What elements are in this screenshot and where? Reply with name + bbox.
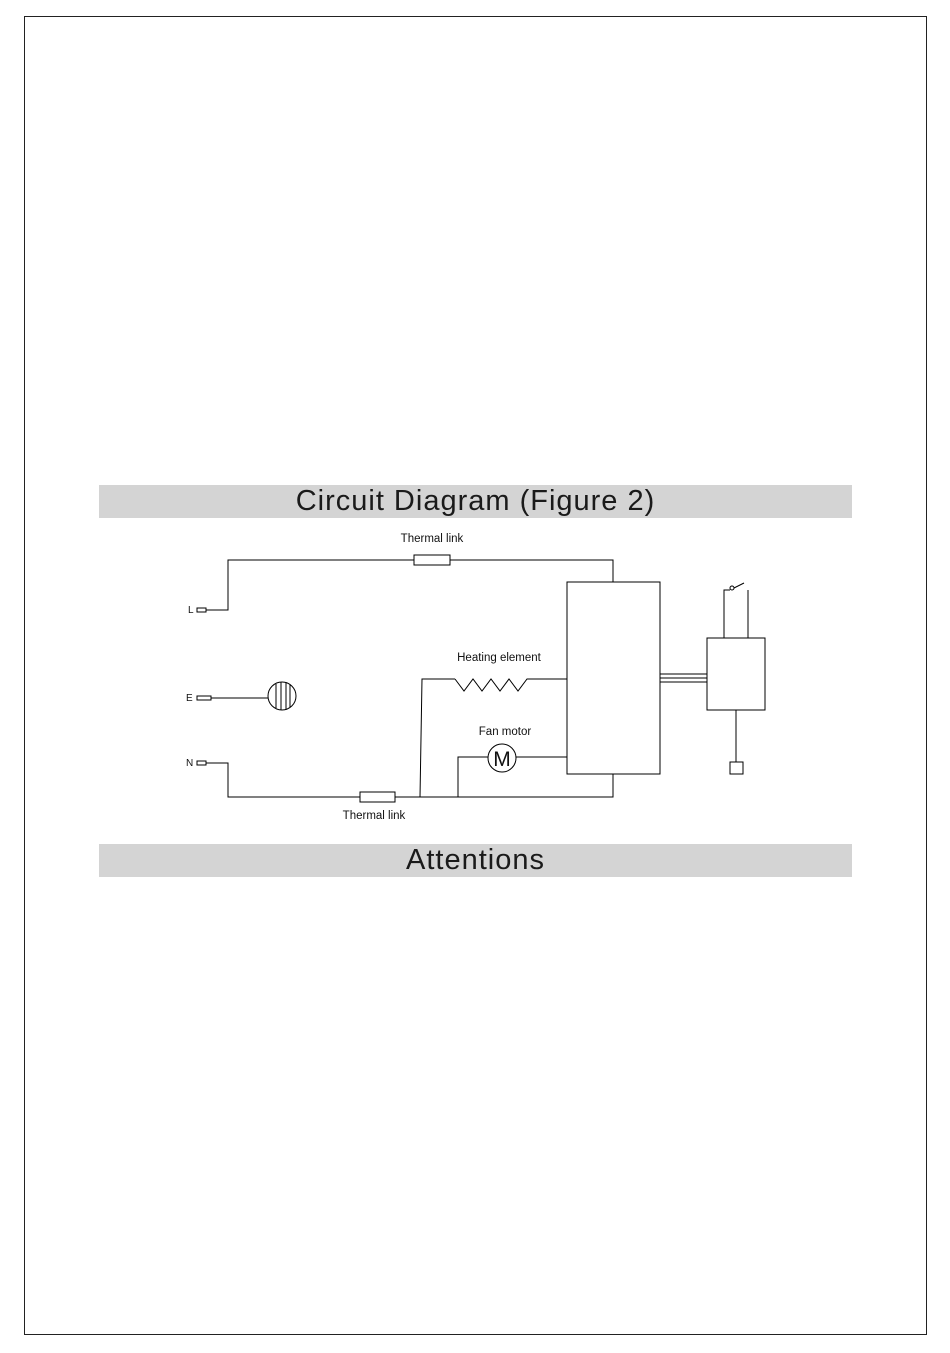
heating-element-label: Heating element	[457, 652, 542, 664]
terminal-e-label: E	[186, 693, 193, 704]
switch-module	[707, 638, 765, 710]
thermal-link-top-fuse	[414, 555, 450, 565]
terminal-e-plug	[197, 696, 211, 700]
live-wire	[206, 560, 613, 610]
switch-icon	[724, 583, 748, 638]
sensor-probe	[730, 762, 743, 774]
heating-element-branch	[420, 679, 567, 797]
neutral-wire	[206, 763, 613, 797]
thermal-link-bottom-fuse	[360, 792, 395, 802]
terminal-n-label: N	[186, 758, 193, 769]
fan-motor-label: Fan motor	[479, 726, 532, 738]
terminal-n-plug	[197, 761, 206, 765]
control-bus	[660, 674, 707, 682]
fan-motor-symbol: M	[493, 748, 511, 771]
terminal-l-plug	[197, 608, 206, 612]
control-box	[567, 582, 660, 774]
earth-icon	[268, 682, 296, 710]
thermal-link-bottom-label: Thermal link	[343, 810, 406, 822]
terminal-l-label: L	[188, 605, 194, 616]
heating-element-resistor	[455, 679, 567, 691]
thermal-link-top-label: Thermal link	[401, 533, 464, 545]
